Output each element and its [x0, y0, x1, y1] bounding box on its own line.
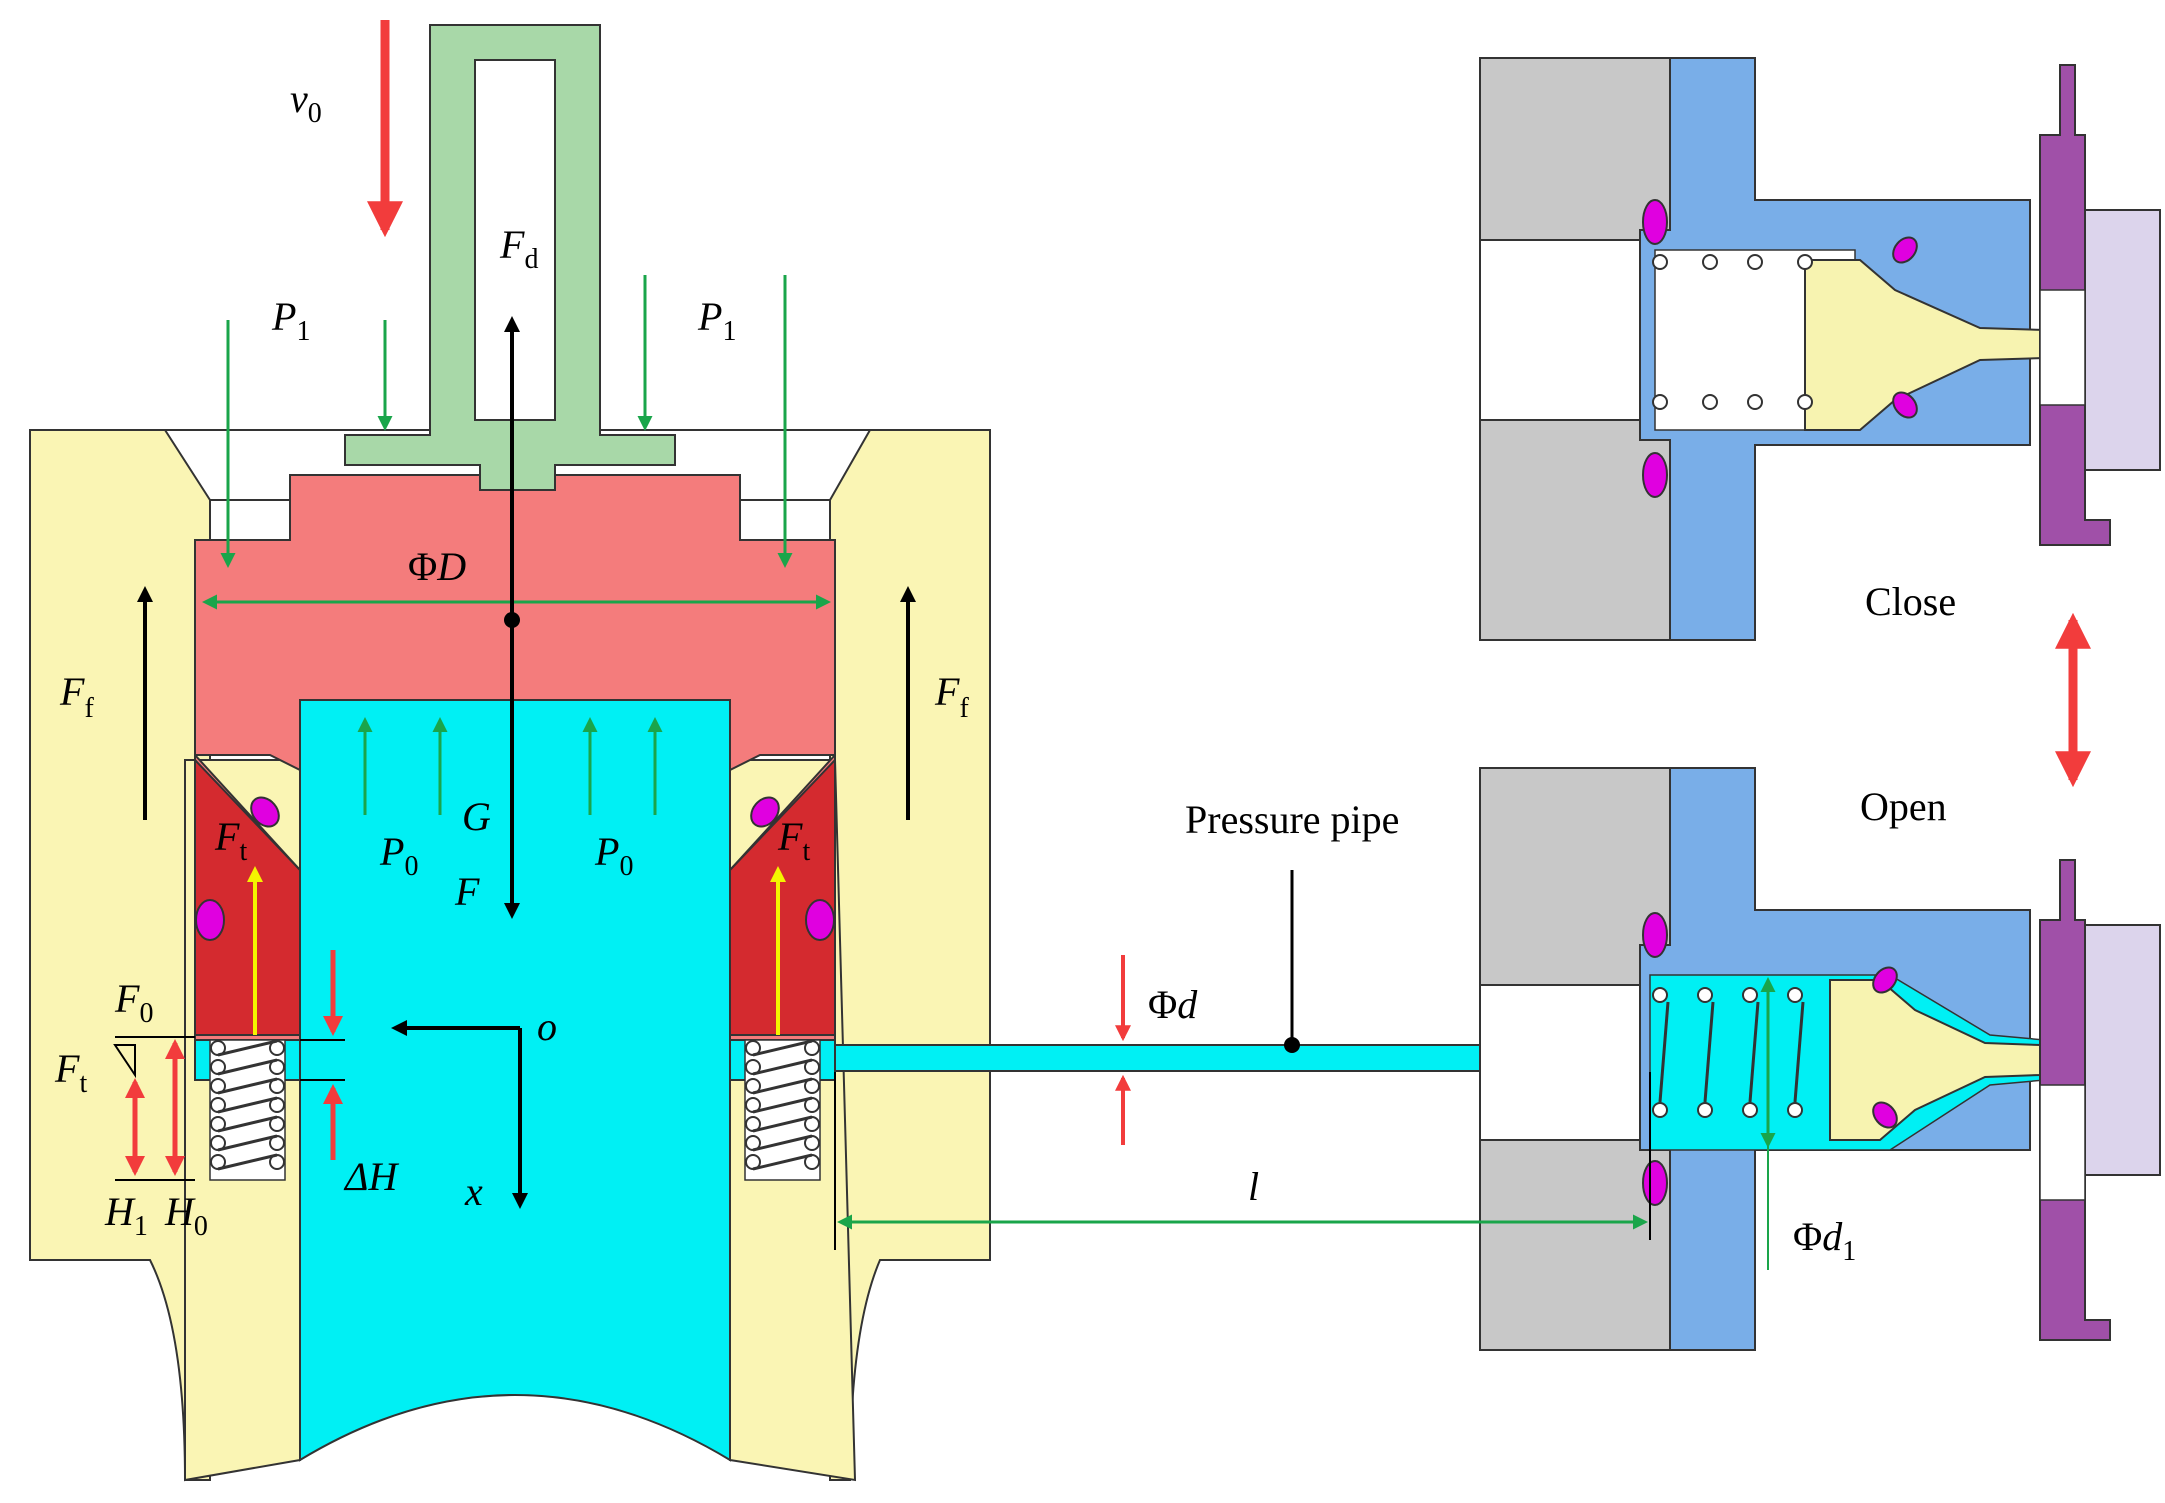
label-delta-h: ΔH [343, 1154, 399, 1199]
piston-rod [344, 24, 676, 491]
label-ft-left: Ft [214, 814, 247, 867]
label-fd: Fd [499, 222, 538, 275]
label-ft-right: Ft [777, 814, 810, 867]
label-h0: H0 [164, 1189, 208, 1242]
seal-ring-right [729, 757, 836, 1036]
center-of-mass [504, 612, 520, 628]
label-phid1: Φd1 [1793, 1214, 1856, 1267]
label-p1-left: P1 [271, 294, 310, 347]
oring-left-mid [195, 899, 225, 941]
label-open: Open [1860, 784, 1947, 829]
label-p0-left: P0 [379, 829, 418, 882]
label-l: l [1248, 1164, 1259, 1209]
label-x: x [464, 1169, 483, 1214]
label-v0: v0 [290, 76, 322, 129]
housing-left [29, 429, 211, 1481]
spring-right [729, 1039, 836, 1181]
label-o: o [537, 1004, 557, 1049]
valve-open [1479, 767, 2161, 1351]
label-g: G [462, 794, 491, 839]
valve-close [1479, 57, 2161, 641]
oring-right-mid [805, 899, 835, 941]
label-phiD: ΦD [408, 544, 466, 589]
label-f: F [454, 869, 480, 914]
label-f0: F0 [114, 976, 153, 1029]
label-h1: H1 [104, 1189, 148, 1242]
label-pressure-pipe: Pressure pipe [1185, 797, 1399, 842]
housing-right [829, 429, 991, 1481]
label-ff-left: Ff [59, 669, 94, 724]
seal-ring-left [194, 757, 301, 1036]
p1-arrows [220, 275, 793, 568]
cylinder-assembly [29, 24, 991, 1482]
ft-triangle [113, 1044, 136, 1079]
label-ff-right: Ff [934, 669, 969, 724]
spring-left [194, 1039, 301, 1181]
label-p1-right: P1 [697, 294, 736, 347]
label-p0-right: P0 [594, 829, 633, 882]
label-ft-spring: Ft [54, 1046, 87, 1099]
label-phid: Φd [1148, 982, 1198, 1027]
p0-arrows [357, 717, 663, 815]
oring-right-top [750, 796, 780, 828]
oring-left-top [250, 796, 280, 828]
label-close: Close [1865, 579, 1956, 624]
fluid-chamber [299, 699, 731, 1462]
